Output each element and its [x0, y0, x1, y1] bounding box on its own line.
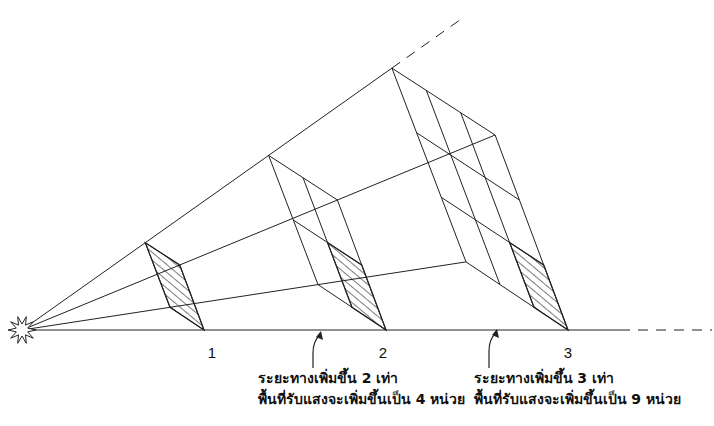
- light-source: [8, 317, 36, 344]
- light-ray: [22, 262, 466, 330]
- note-text: พื้นที่รับแสงจะเพิ่มขึ้นเป็น 4 หน่วย: [258, 391, 466, 408]
- leader-line: [313, 335, 320, 368]
- leader-line: [489, 333, 496, 368]
- lit-area: [328, 243, 387, 331]
- lit-area: [510, 242, 568, 330]
- leader-arrowhead: [492, 329, 499, 338]
- light-ray: [22, 135, 495, 330]
- area-frame: [145, 243, 204, 330]
- light-ray: [22, 330, 620, 331]
- area-frame: [269, 155, 386, 330]
- ray-extension: [392, 20, 460, 68]
- distance-number: 1: [208, 344, 216, 362]
- lit-area-outline: [145, 243, 204, 330]
- distance-number: 2: [379, 344, 387, 362]
- note-text: ระยะทางเพิ่มขึ้น 2 เท่า: [258, 370, 399, 387]
- light-ray: [22, 68, 392, 330]
- note-text: พื้นที่รับแสงจะเพิ่มขึ้นเป็น 9 หน่วย: [474, 391, 682, 408]
- distance-number: 3: [564, 344, 572, 362]
- note-text: ระยะทางเพิ่มขึ้น 3 เท่า: [474, 370, 615, 387]
- lit-area: [145, 243, 204, 330]
- ray-extension: [620, 330, 712, 331]
- leader-arrowhead: [316, 331, 323, 340]
- lit-area-outline: [510, 242, 568, 330]
- lit-area-outline: [328, 243, 387, 331]
- grid-line: [417, 133, 520, 200]
- area-frame: [392, 68, 568, 330]
